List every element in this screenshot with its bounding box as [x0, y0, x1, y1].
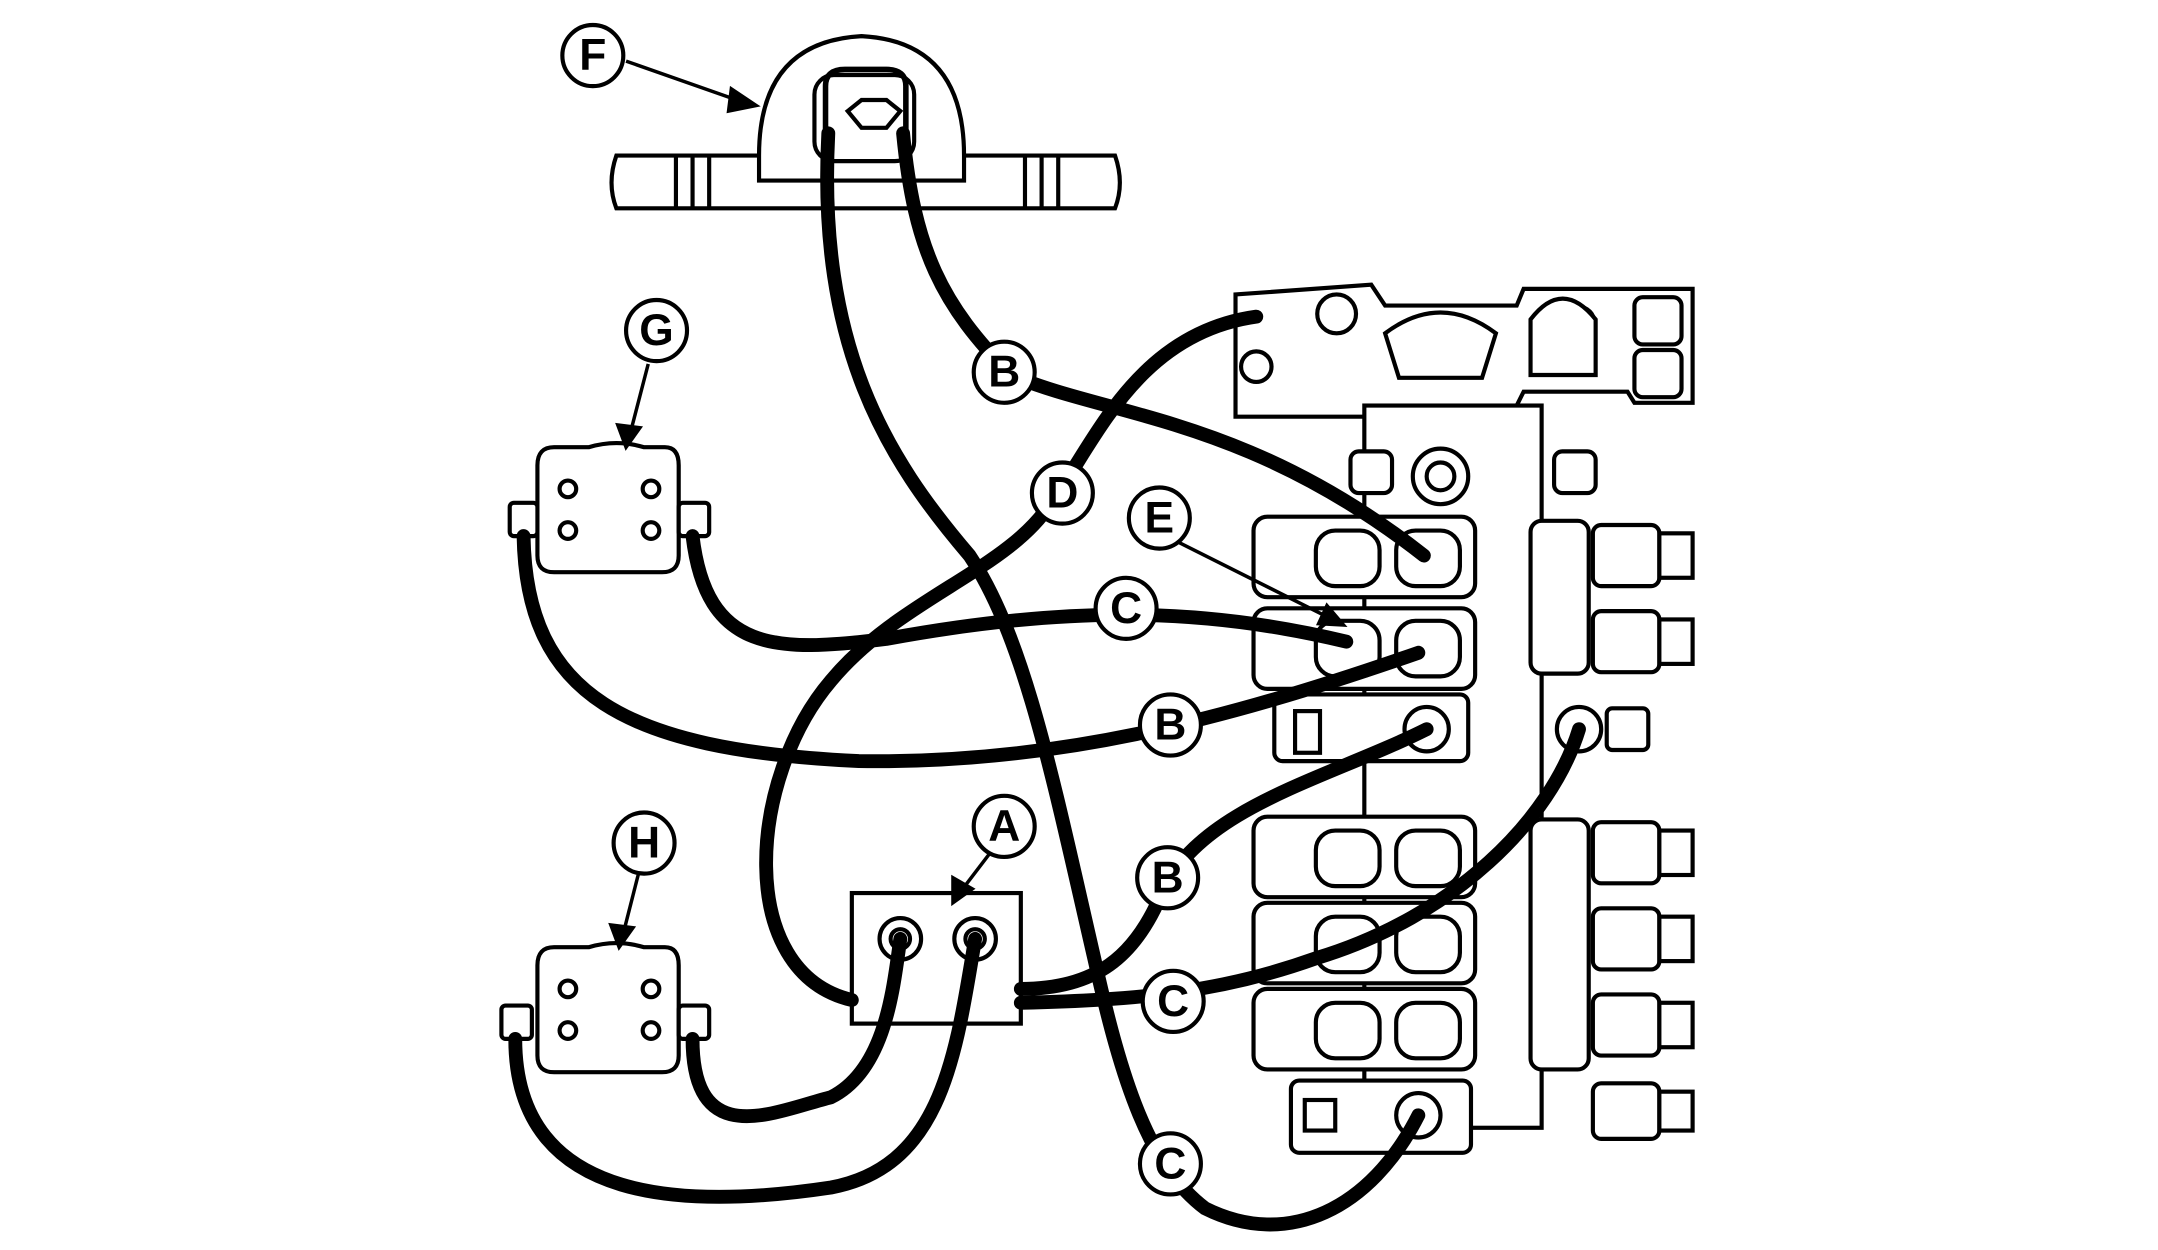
- control-valve-assembly: [1233, 282, 1695, 1155]
- svg-text:G: G: [639, 306, 673, 355]
- hose-g-left-b: [516, 529, 1426, 769]
- svg-text:B: B: [1152, 853, 1184, 902]
- callouts: F G H A B D E C B B C C: [560, 22, 1206, 1197]
- callout-b-upper: B: [971, 339, 1037, 405]
- svg-text:C: C: [1157, 977, 1189, 1026]
- callout-g: G: [623, 297, 690, 364]
- svg-text:C: C: [1110, 584, 1142, 633]
- hose-h-left-to-a: [508, 931, 983, 1204]
- hose-d: [759, 309, 1264, 1007]
- callout-b-lower: B: [1135, 845, 1201, 911]
- svg-text:D: D: [1046, 469, 1078, 518]
- svg-text:A: A: [988, 802, 1020, 851]
- callout-e: E: [1126, 485, 1192, 551]
- callout-a: A: [971, 793, 1037, 860]
- hose-a-to-lower-c: [1013, 722, 1586, 1010]
- hose-g-right-c: [685, 529, 1354, 652]
- callout-d: D: [1029, 460, 1095, 526]
- svg-text:E: E: [1145, 494, 1175, 543]
- svg-text:C: C: [1154, 1139, 1186, 1188]
- component-h-motor: [499, 940, 712, 1075]
- svg-text:F: F: [579, 31, 606, 80]
- callout-c-lower: C: [1137, 1131, 1203, 1197]
- hex-nut: [844, 97, 904, 130]
- callout-c-upper: C: [1093, 575, 1159, 641]
- callout-c-middle: C: [1140, 968, 1206, 1035]
- component-g-motor: [507, 440, 712, 575]
- solenoid-coils: [1590, 522, 1695, 1141]
- hose-f-to-lower-c: [820, 126, 1426, 1232]
- callout-h: H: [611, 810, 677, 876]
- component-f-swivel: [609, 34, 1122, 211]
- svg-text:H: H: [628, 819, 660, 868]
- svg-text:B: B: [1154, 700, 1186, 749]
- svg-text:B: B: [988, 348, 1020, 397]
- callout-b-middle: B: [1137, 692, 1203, 758]
- hose-h-right-to-a: [685, 931, 908, 1124]
- callout-f: F: [560, 22, 626, 89]
- component-a-block: [849, 890, 1023, 1026]
